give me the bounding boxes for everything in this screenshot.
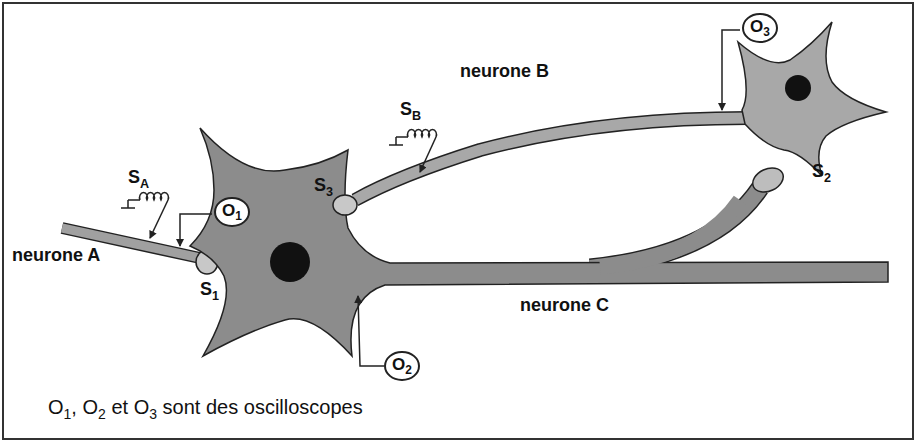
neuron-b — [333, 22, 886, 215]
stimulator-name: SB — [400, 100, 421, 123]
oscilloscope-name: O2 — [392, 355, 412, 377]
synapse-name: S3 — [314, 176, 333, 199]
electrode-leader — [180, 30, 740, 366]
stimulator-symbol — [121, 130, 436, 238]
synapse-name: S2 — [812, 162, 831, 185]
neuron-name: neurone C — [520, 296, 609, 316]
synapse-name: S1 — [200, 280, 219, 303]
oscilloscope-label: O3 — [742, 13, 778, 43]
neuron-a — [62, 228, 218, 274]
neuron-name: neurone B — [460, 62, 549, 82]
oscilloscope-name: O1 — [222, 201, 242, 223]
stimulator-name: SA — [128, 168, 149, 191]
frame — [3, 3, 913, 439]
neuron-c — [190, 128, 888, 356]
oscilloscope-name: O3 — [750, 17, 770, 39]
caption: O1, O2 et O3 sont des oscilloscopes — [48, 396, 363, 422]
oscilloscope-label: O2 — [384, 351, 420, 381]
neuron-name: neurone A — [12, 246, 100, 266]
oscilloscope-label: O1 — [214, 197, 250, 227]
